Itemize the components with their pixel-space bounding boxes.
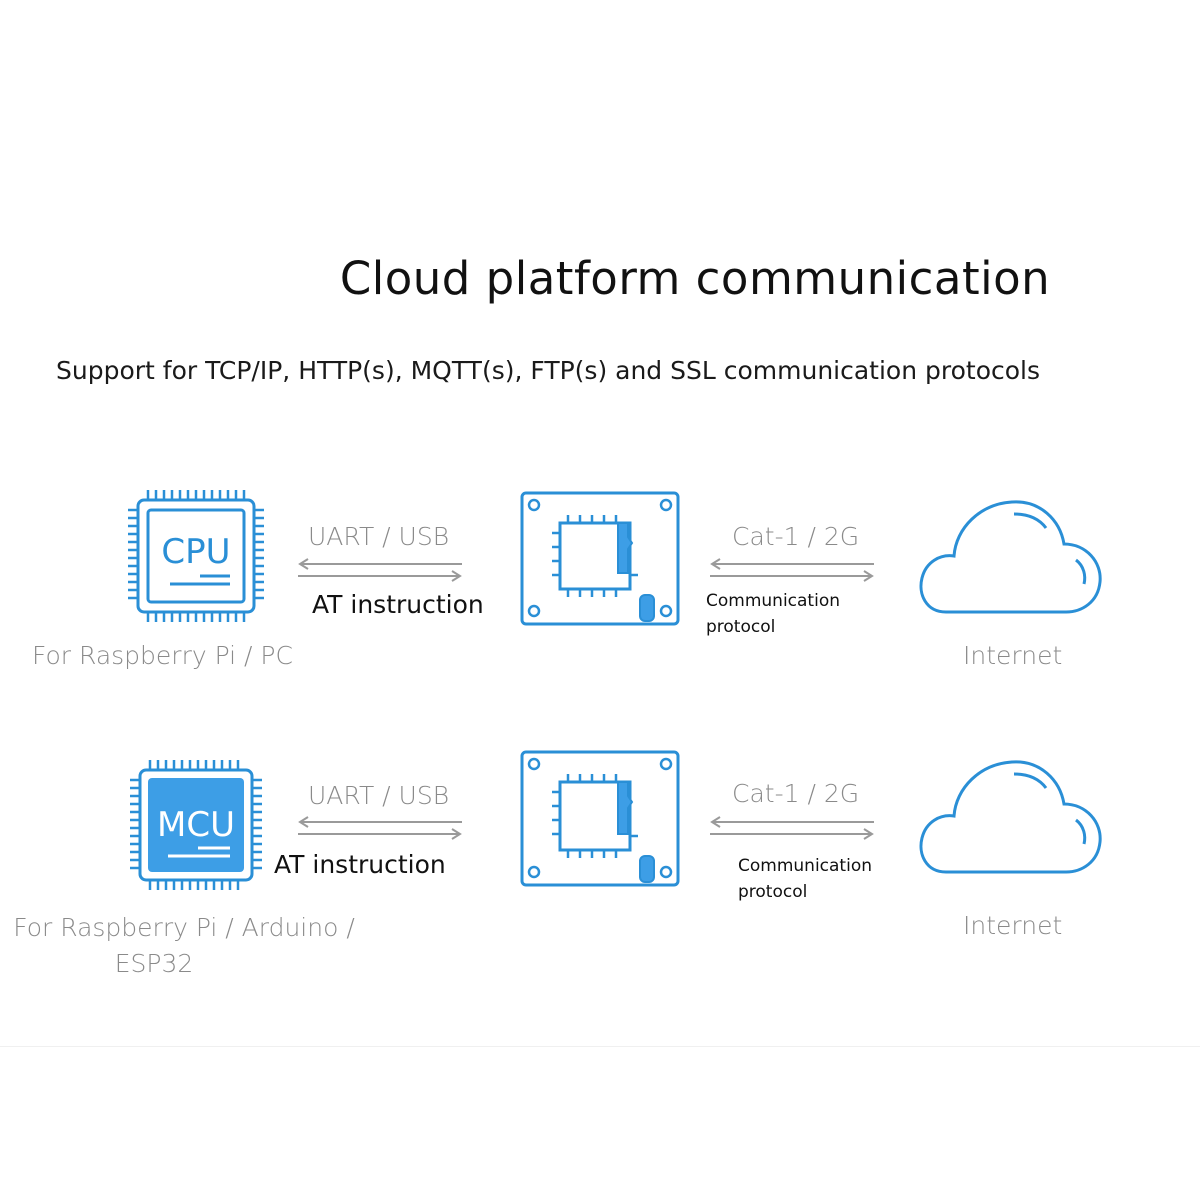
host-caption-cpu: For Raspberry Pi / PC bbox=[32, 641, 293, 670]
link-label-at-instruction: AT instruction bbox=[274, 850, 446, 879]
bidirectional-arrow-icon bbox=[710, 816, 874, 840]
link-label-cat1-2g: Cat-1 / 2G bbox=[732, 779, 860, 808]
protocol-support-text: Support for TCP/IP, HTTP(s), MQTT(s), FT… bbox=[56, 356, 1041, 385]
link-label-cat1-2g: Cat-1 / 2G bbox=[732, 522, 860, 551]
cloud-icon bbox=[919, 500, 1102, 614]
module-board-icon bbox=[520, 491, 680, 626]
link-label-communication-line2: protocol bbox=[738, 882, 808, 902]
cloud-caption-internet: Internet bbox=[963, 911, 1063, 940]
mcu-chip-icon: MCU bbox=[130, 760, 262, 890]
host-caption-mcu: For Raspberry Pi / Arduino / ESP32 bbox=[6, 910, 362, 982]
host-caption-mcu-line1: For Raspberry Pi / Arduino / bbox=[13, 913, 355, 942]
link-label-uart-usb: UART / USB bbox=[308, 522, 450, 551]
bidirectional-arrow-icon bbox=[710, 558, 874, 582]
cpu-chip-label: CPU bbox=[161, 532, 230, 572]
link-label-communication-line2: protocol bbox=[706, 617, 776, 637]
bottom-divider bbox=[0, 1046, 1200, 1047]
bidirectional-arrow-icon bbox=[298, 558, 462, 582]
host-caption-mcu-line2: ESP32 bbox=[114, 949, 194, 978]
cpu-chip-icon: CPU bbox=[128, 490, 264, 622]
bidirectional-arrow-icon bbox=[298, 816, 462, 840]
link-label-at-instruction: AT instruction bbox=[312, 590, 484, 619]
link-label-communication-line1: Communication bbox=[738, 856, 872, 876]
link-label-communication-line1: Communication bbox=[706, 591, 840, 611]
page-title: Cloud platform communication bbox=[339, 252, 1051, 305]
link-label-communication: Communication protocol bbox=[738, 853, 872, 905]
module-board-icon bbox=[520, 750, 680, 887]
link-label-communication: Communication protocol bbox=[706, 588, 840, 640]
link-label-uart-usb: UART / USB bbox=[308, 781, 450, 810]
cloud-caption-internet: Internet bbox=[963, 641, 1063, 670]
mcu-chip-label: MCU bbox=[157, 805, 235, 845]
cloud-icon bbox=[919, 760, 1102, 874]
